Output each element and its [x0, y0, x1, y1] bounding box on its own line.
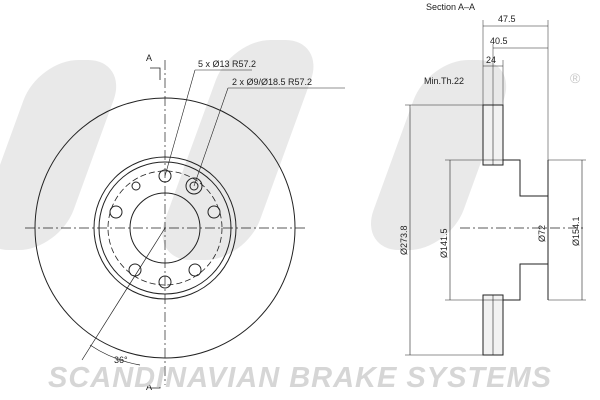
section-marker-bottom: [150, 376, 161, 389]
bolt-hole-3: [188, 263, 202, 277]
sbs-logo-watermark: [0, 40, 507, 260]
callout-leader-2: [193, 87, 229, 187]
min-thickness-label: Min.Th.22: [424, 76, 465, 86]
bolt-circle: [107, 170, 223, 286]
locator-hole-inner: [189, 181, 199, 191]
bolt-hole-2: [207, 205, 221, 219]
section-marker-top: [150, 67, 161, 80]
hat-profile-lower: [503, 263, 548, 301]
bolt-hole-4: [128, 263, 142, 277]
bolt-hole-5: [109, 205, 123, 219]
dim-141-5: Ø141.5: [439, 228, 449, 258]
disc-section-view: [405, 20, 586, 356]
dim-273-8: Ø273.8: [399, 225, 409, 255]
section-marker-bottom: A: [146, 382, 153, 392]
section-title: Section A–A: [426, 2, 476, 12]
locator-hole-outer: [185, 177, 203, 195]
dim-154-1: Ø154.1: [571, 216, 581, 246]
hat-profile-upper: [503, 159, 548, 197]
disc-front-view: [25, 60, 345, 389]
angle-ray-1: [81, 227, 166, 361]
callout-leader-1: [164, 69, 196, 177]
hole-callout-1: 5 x Ø13 R57.2: [198, 59, 257, 69]
registered-mark: ®: [570, 70, 581, 86]
dim-72: Ø72: [537, 224, 547, 242]
dim-24: 24: [486, 55, 497, 65]
angle-arc: [89, 344, 141, 366]
brand-text: SCANDINAVIAN BRAKE SYSTEMS: [47, 362, 552, 394]
angle-label: 36°: [114, 355, 128, 365]
dim-47-5: 47.5: [498, 14, 516, 24]
dim-40-5: 40.5: [490, 36, 508, 46]
hole-callout-2: 2 x Ø9/Ø18.5 R57.2: [232, 77, 313, 87]
locator-hole-2-outer: [131, 181, 141, 191]
section-marker-top: A: [146, 53, 153, 63]
